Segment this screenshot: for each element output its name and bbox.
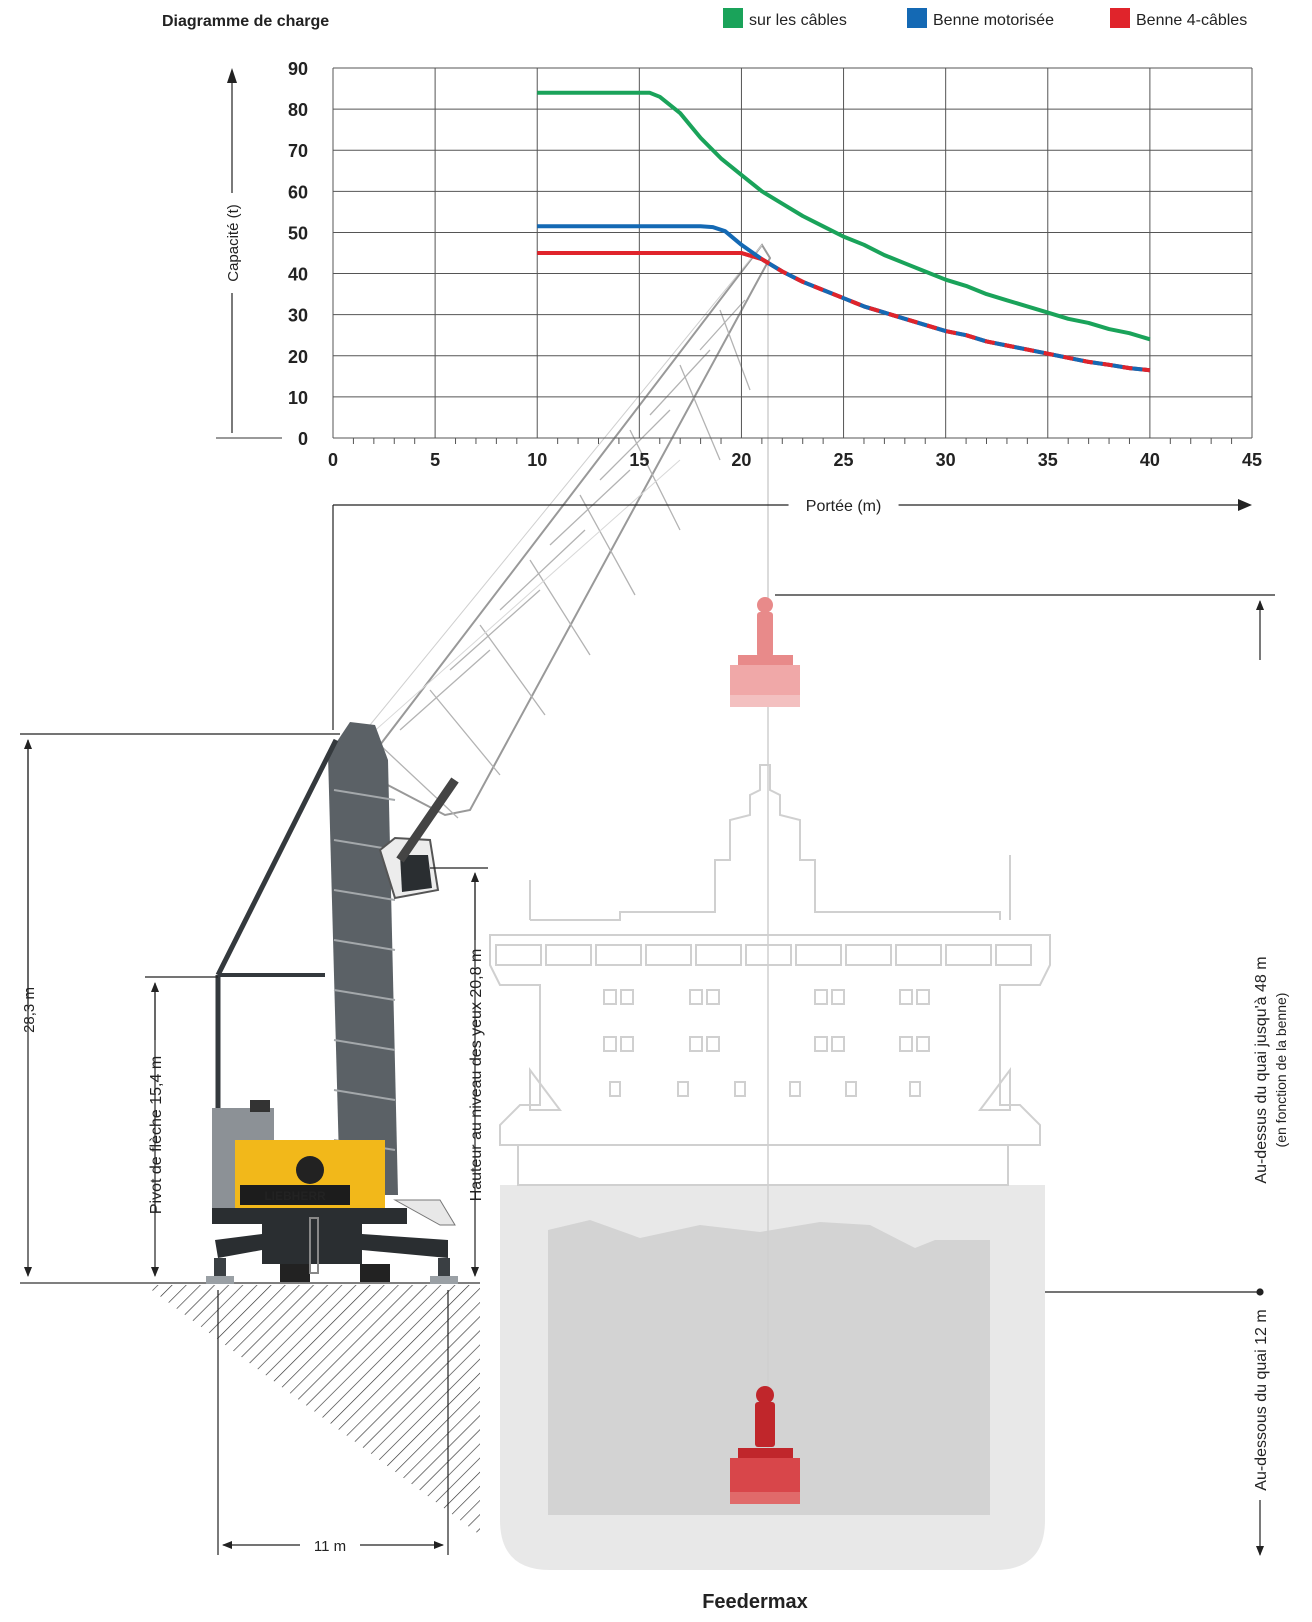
x-tick-label: 10 xyxy=(527,450,547,470)
pivot-height-label: Pivot de flèche 15,4 m xyxy=(148,1056,165,1214)
above-quay-label: Au-dessus du quai jusqu'à 48 m xyxy=(1253,956,1270,1183)
series-line-cables xyxy=(537,90,1151,342)
base-width-label: 11 m xyxy=(314,1538,346,1555)
y-tick-label: 0 xyxy=(298,429,308,449)
above-quay-note: (en fonction de la benne) xyxy=(1273,993,1289,1148)
x-tick-label: 0 xyxy=(328,450,338,470)
x-axis-title: Portée (m) xyxy=(806,498,882,515)
x-tick-label: 40 xyxy=(1140,450,1160,470)
x-tick-label: 35 xyxy=(1038,450,1058,470)
quay-hatch xyxy=(145,1285,480,1535)
legend-label-motor-grab: Benne motorisée xyxy=(933,12,1054,29)
y-tick-label: 30 xyxy=(288,306,308,326)
crane-drawing: LIEBHERR xyxy=(206,243,772,1284)
x-tick-label: 25 xyxy=(834,450,854,470)
height-total-label: 28,3 m xyxy=(21,987,38,1033)
load-chart: 0 5 10 15 20 25 30 35 40 45 0 10 20 30 40 50 60 70 80 90Cap… xyxy=(216,59,1262,515)
legend: sur les câbles Benne motorisée Benne 4-c… xyxy=(723,8,1247,29)
ship-label: Feedermax xyxy=(702,1591,808,1613)
x-tick-label: 20 xyxy=(731,450,751,470)
chart-title: Diagramme de charge xyxy=(162,13,329,30)
y-tick-label: 20 xyxy=(288,347,308,367)
x-tick-label: 45 xyxy=(1242,450,1262,470)
ship-silhouette xyxy=(489,764,1051,1570)
y-tick-label: 50 xyxy=(288,223,308,243)
legend-label-cables: sur les câbles xyxy=(749,12,847,29)
y-tick-label: 90 xyxy=(288,59,308,79)
legend-swatch-motor-grab xyxy=(907,8,927,28)
grab-lower-icon xyxy=(730,1386,800,1504)
grab-upper-icon xyxy=(730,597,800,707)
y-tick-label: 60 xyxy=(288,182,308,202)
y-axis-arrowhead xyxy=(227,68,237,83)
y-axis-title: Capacité (t) xyxy=(225,204,242,282)
legend-swatch-cables xyxy=(723,8,743,28)
x-tick-label: 30 xyxy=(936,450,956,470)
dimension-lines xyxy=(20,505,1275,1556)
crane-logo: LIEBHERR xyxy=(264,1189,326,1203)
x-axis-arrowhead xyxy=(1238,499,1252,511)
y-tick-label: 10 xyxy=(288,388,308,408)
legend-label-4rope-grab: Benne 4-câbles xyxy=(1136,12,1247,29)
x-tick-label: 5 xyxy=(430,450,440,470)
legend-swatch-4rope-grab xyxy=(1110,8,1130,28)
eye-level-label: Hauteur au niveau des yeux 20,8 m xyxy=(468,949,485,1202)
y-tick-label: 80 xyxy=(288,100,308,120)
y-tick-label: 40 xyxy=(288,265,308,285)
x-tick-label: 15 xyxy=(629,450,649,470)
below-quay-label: Au-dessous du quai 12 m xyxy=(1253,1309,1270,1490)
y-tick-label: 70 xyxy=(288,141,308,161)
